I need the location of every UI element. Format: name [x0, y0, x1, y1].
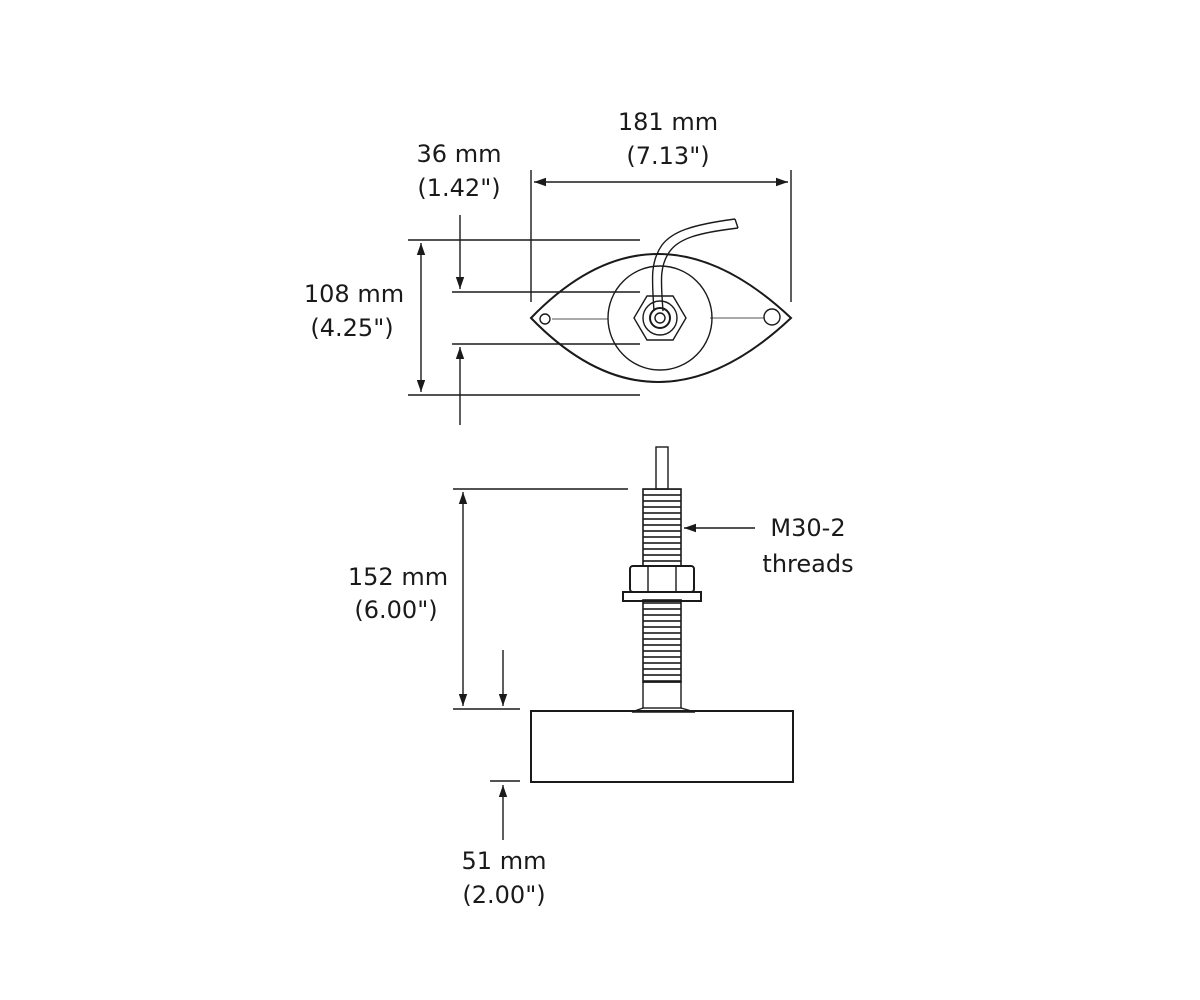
side-view: 152 mm (6.00") M30-2 threads 51 mm (2.00…	[348, 446, 854, 909]
base-height-metric-label: 51 mm	[462, 847, 547, 875]
overall-height-imperial-label: (6.00")	[354, 596, 437, 624]
width-metric-label: 181 mm	[618, 108, 718, 136]
thread-word-label: threads	[762, 550, 853, 578]
thread-callout: M30-2 threads	[684, 514, 854, 578]
top-view: 181 mm (7.13") 36 mm (1.42") 108 mm (4.2…	[304, 108, 793, 425]
width-dimension: 181 mm (7.13")	[530, 108, 792, 302]
height-metric-label: 108 mm	[304, 280, 404, 308]
offset-metric-label: 36 mm	[417, 140, 502, 168]
offset-imperial-label: (1.42")	[417, 174, 500, 202]
overall-height-metric-label: 152 mm	[348, 563, 448, 591]
hex-nut	[622, 565, 702, 602]
base-height-dimension: 51 mm (2.00")	[462, 650, 547, 909]
transducer-base	[530, 710, 794, 783]
height-imperial-label: (4.25")	[310, 314, 393, 342]
cable-stub	[655, 446, 669, 490]
overall-height-dimension: 152 mm (6.00")	[348, 488, 628, 710]
height-dimension: 108 mm (4.25")	[304, 239, 640, 396]
thread-spec-label: M30-2	[770, 514, 845, 542]
width-imperial-label: (7.13")	[626, 142, 709, 170]
cable-icon	[651, 218, 739, 312]
base-height-imperial-label: (2.00")	[462, 881, 545, 909]
housing-top-outline	[529, 253, 793, 383]
offset-dimension: 36 mm (1.42")	[417, 140, 640, 425]
